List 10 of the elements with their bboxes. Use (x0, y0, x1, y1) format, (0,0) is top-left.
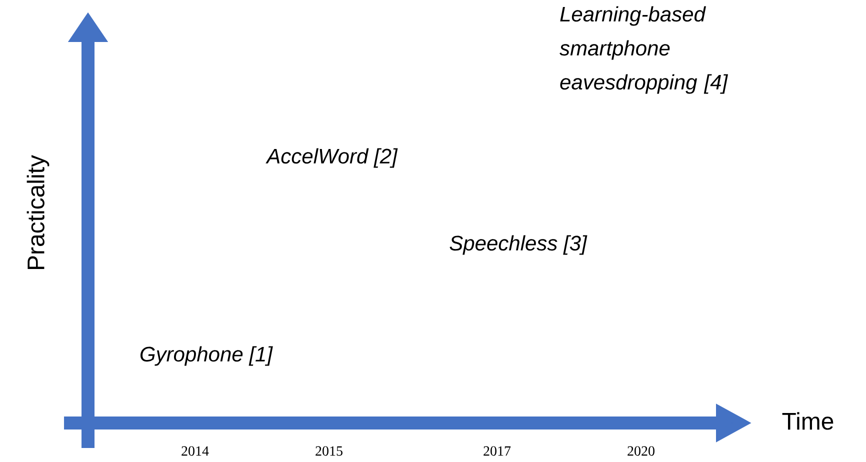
axis-title: Time (782, 412, 834, 430)
item-label: Gyrophone [1] (140, 346, 273, 366)
year-label: 2017 (484, 446, 511, 456)
axis-title: Practicality (26, 155, 50, 270)
item-label: Learning-based smartphone eavesdropping [4] (560, 6, 728, 94)
year-label: 2020 (628, 446, 654, 456)
item-label: AccelWord [2] (266, 148, 398, 168)
year-label: 2015 (316, 446, 342, 456)
item-label: Speechless [3] (450, 235, 588, 255)
year-label: 2014 (182, 446, 209, 456)
